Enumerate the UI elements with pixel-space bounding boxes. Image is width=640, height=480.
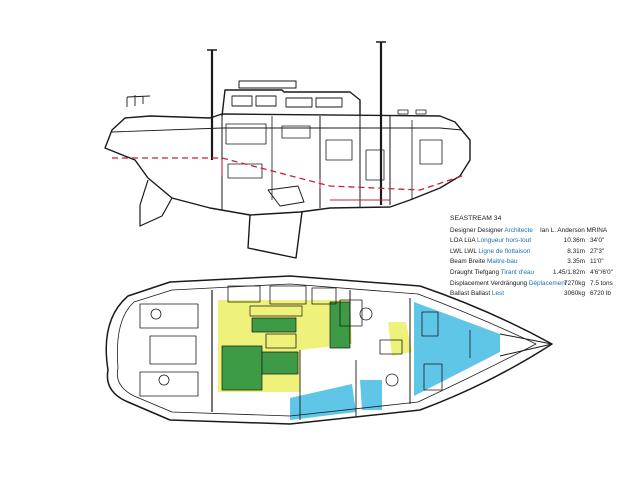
spec-imperial: 6720 lb xyxy=(590,290,611,298)
spec-label-fr: Ligne de flottaison xyxy=(478,247,531,255)
spec-metric: 7270kg xyxy=(564,279,585,287)
spec-label-fr: Maitre-bau xyxy=(486,258,518,266)
spec-label-fr: Déplacement xyxy=(528,279,567,287)
hull-profile xyxy=(104,113,471,216)
engine xyxy=(267,185,305,207)
waterline xyxy=(112,157,463,191)
spec-row-beam: Beam Breite Maitre-bau 3.35m 11'0" xyxy=(450,257,632,268)
spec-label-fr: Longueur hors-tout xyxy=(477,237,532,245)
spec-metric: 3060kg xyxy=(564,290,585,298)
spec-metric: 8.31m xyxy=(567,247,585,255)
spec-row-loa: LOA LüA Longueur hors-tout 10.36m 34'0" xyxy=(450,236,632,247)
spec-label-en: Ballast Ballast xyxy=(450,290,491,298)
keel xyxy=(247,211,303,259)
spec-row-lwl: LWL LWL Ligne de flottaison 8.31m 27'3" xyxy=(450,247,632,258)
spec-row-displacement: Displacement Verdrängung Déplacement 727… xyxy=(450,279,632,290)
spec-label-en: LWL LWL xyxy=(450,247,477,255)
spec-label-en: Draught Tiefgang xyxy=(450,268,500,276)
spec-imperial: 27'3" xyxy=(590,247,605,255)
spec-row-ballast: Ballast Ballast Lest 3060kg 6720 lb xyxy=(450,289,632,300)
spec-imperial: 34'0" xyxy=(590,237,605,245)
spec-metric: 10.36m xyxy=(563,237,585,245)
spec-label-fr: Architecte xyxy=(504,226,533,234)
spec-value: Ian L. Anderson MRINA xyxy=(540,226,608,234)
deckhouse xyxy=(221,89,361,117)
sheet-title: SEASTREAM 34 xyxy=(450,215,502,222)
specifications-panel: SEASTREAM 34 Designer Designer Architect… xyxy=(450,214,632,300)
spec-label-en: LOA LüA xyxy=(450,237,476,245)
spec-imperial: 7.5 tons xyxy=(590,279,613,287)
spec-row-designer: Designer Designer Architecte Ian L. Ande… xyxy=(450,226,632,237)
profile-view xyxy=(104,41,471,259)
spec-label-en: Displacement Verdrängung xyxy=(450,279,528,287)
spec-metric: 1.45/1.82m xyxy=(553,268,585,276)
forward-berth xyxy=(414,302,500,396)
saloon-table xyxy=(265,333,297,349)
plan-view xyxy=(105,275,553,425)
spec-label-fr: Lest xyxy=(491,290,505,298)
rudder xyxy=(139,179,173,227)
spec-imperial: 4'6"/6'0" xyxy=(590,268,613,276)
spec-row-draught: Draught Tiefgang Tirant d'eau 1.45/1.82m… xyxy=(450,268,632,279)
spec-metric: 3.35m xyxy=(567,258,585,266)
spec-label-en: Designer Designer xyxy=(450,226,503,234)
spec-label-en: Beam Breite xyxy=(450,258,486,266)
spec-imperial: 11'0" xyxy=(590,258,604,266)
spec-label-fr: Tirant d'eau xyxy=(500,268,535,276)
